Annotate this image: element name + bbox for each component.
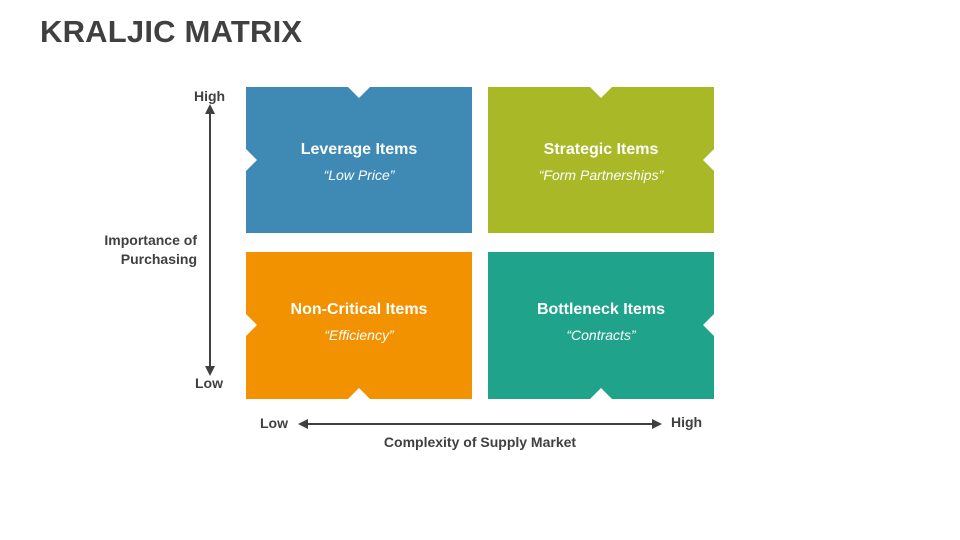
non-critical-subtitle: “Efficiency” — [324, 327, 394, 343]
x-axis-low-label: Low — [260, 415, 288, 431]
y-axis-high-label: High — [194, 88, 226, 104]
bottleneck-quadrant-shape — [488, 252, 714, 399]
x-axis-high-label: High — [671, 414, 703, 430]
non-critical-name: Non-Critical Items — [290, 301, 428, 318]
strategic-name: Strategic Items — [543, 141, 659, 158]
y-axis-title: Importance of Purchasing — [82, 231, 197, 269]
bottleneck-quadrant: Bottleneck Items “Contracts” — [488, 301, 714, 343]
x-axis-arrow — [298, 419, 662, 429]
strategic-quadrant-shape — [488, 87, 714, 233]
leverage-quadrant: Leverage Items “Low Price” — [246, 141, 472, 183]
bottleneck-name: Bottleneck Items — [536, 301, 666, 318]
non-critical-quadrant-shape — [246, 252, 472, 399]
x-axis-title: Complexity of Supply Market — [383, 434, 577, 450]
leverage-name: Leverage Items — [300, 141, 418, 158]
y-axis-low-label: Low — [195, 375, 223, 391]
page-title: KRALJIC MATRIX — [40, 14, 303, 49]
y-axis-title-line2: Purchasing — [120, 251, 197, 267]
leverage-subtitle: “Low Price” — [323, 167, 395, 183]
strategic-subtitle: “Form Partnerships” — [538, 167, 664, 183]
bottleneck-subtitle: “Contracts” — [566, 327, 636, 343]
strategic-quadrant: Strategic Items “Form Partnerships” — [488, 141, 714, 183]
non-critical-quadrant: Non-Critical Items “Efficiency” — [246, 301, 472, 343]
y-axis-arrow — [205, 104, 215, 376]
leverage-quadrant-shape — [246, 87, 472, 233]
y-axis-title-line1: Importance of — [104, 232, 197, 248]
